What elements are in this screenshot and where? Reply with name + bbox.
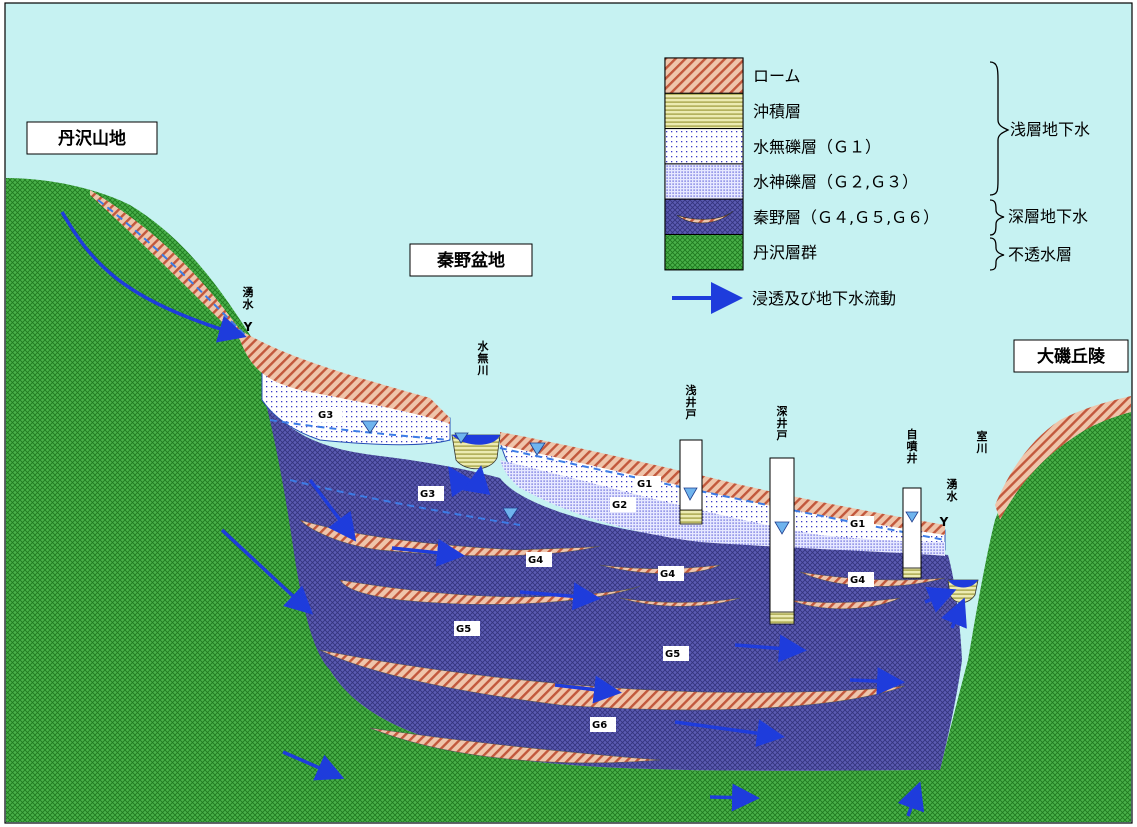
legend-arrow-label: 浸透及び地下水流動	[752, 289, 896, 308]
layer-tag-g4b: G4	[660, 569, 675, 580]
layer-tag-g1a: G1	[637, 479, 652, 490]
legend-swatch-tanzawa	[664, 234, 744, 271]
legend-label-alluvium: 沖積層	[753, 102, 801, 121]
layer-tag-box-g2	[610, 497, 636, 512]
flow-arrows	[60, 211, 967, 817]
layer-tag-g4c: G4	[850, 575, 865, 586]
layer-tag-box-g3a	[316, 407, 342, 422]
layer-tag-box-g4b	[658, 566, 684, 581]
water-level-markers	[361, 420, 546, 521]
region-label-hadano-text: 秦野盆地	[437, 250, 505, 271]
legend-arrow-row: 浸透及び地下水流動	[672, 282, 896, 314]
group-bracket-shallow: 浅層地下水	[989, 61, 1090, 196]
layer-tag-g2: G2	[612, 500, 627, 511]
legend-swatch-alluvium	[664, 92, 744, 130]
legend-label-hadano: 秦野層（Ｇ４,Ｇ５,Ｇ６）	[753, 208, 939, 227]
region-label-tanzawa-mountains: 丹沢山地	[26, 121, 158, 155]
group-label-shallow: 浅層地下水	[1010, 120, 1090, 139]
loam-west-slope	[90, 190, 450, 424]
feature-label-minase-river: 水無川	[477, 339, 490, 377]
layer-tag-box-g1b	[848, 516, 874, 531]
spring-symbol-right: Y	[939, 515, 949, 529]
legend-label-tanzawa: 丹沢層群	[753, 243, 817, 262]
loam-east-hills	[995, 396, 1131, 520]
region-label-hadano-basin: 秦野盆地	[409, 243, 533, 277]
legend-label-g23: 水神礫層（Ｇ２,Ｇ３）	[753, 173, 918, 192]
legend-swatch-g23	[664, 163, 744, 200]
feature-label-spring-right: 湧水	[947, 477, 959, 503]
spring-symbol-left: Y	[243, 320, 253, 334]
layer-tag-box-g4c	[848, 572, 874, 587]
feature-labels: 湧水水無川浅井戸深井戸自噴井湧水室川	[243, 285, 988, 503]
river-water-muro	[948, 580, 978, 588]
layer-tag-g5b: G5	[665, 649, 680, 660]
feature-label-deep-well: 深井戸	[777, 404, 788, 442]
tanzawa-bedrock	[6, 178, 1131, 822]
loam-lenses	[299, 519, 946, 764]
feature-label-muro-river: 室川	[976, 429, 988, 455]
feature-label-spring-left: 湧水	[243, 285, 255, 311]
legend-swatch-hadano	[664, 198, 744, 235]
layer-tag-g3a: G3	[318, 410, 333, 421]
group-bracket-impermeable: 不透水層	[989, 237, 1072, 271]
layer-tag-g3b: G3	[420, 489, 435, 500]
region-label-tanzawa-text: 丹沢山地	[58, 128, 126, 149]
deep-well	[769, 457, 795, 625]
layer-tag-box-g1a	[635, 476, 661, 491]
legend-label-loam: ローム	[753, 67, 801, 86]
legend-swatch-loam	[664, 57, 744, 94]
loam-basin-surface	[500, 432, 945, 535]
group-bracket-deep: 深層地下水	[989, 199, 1088, 236]
legend-label-g1: 水無礫層（Ｇ１）	[753, 137, 881, 156]
layer-tag-box-g5a	[454, 621, 480, 636]
layer-tag-box-g6	[590, 717, 616, 732]
layer-tag-g4a: G4	[528, 555, 543, 566]
svg-text:Y: Y	[243, 320, 253, 334]
layer-tag-g6: G6	[592, 720, 607, 731]
layer-tag-box-g4a	[526, 552, 552, 567]
shallow-well	[679, 439, 703, 525]
legend-swatch-g1	[664, 128, 744, 165]
region-label-oiso-hills: 大磯丘陵	[1013, 339, 1129, 373]
legend-lens-icon	[676, 210, 734, 224]
region-label-oiso-text: 大磯丘陵	[1037, 346, 1106, 367]
group-label-impermeable: 不透水層	[1008, 245, 1072, 264]
group-label-deep: 深層地下水	[1008, 207, 1088, 226]
layer-tag-g1b: G1	[850, 519, 865, 530]
feature-label-shallow-well: 浅井戸	[686, 383, 697, 421]
layer-tag-box-g3b	[418, 486, 444, 501]
layer-tag-g5a: G5	[456, 624, 471, 635]
svg-text:Y: Y	[939, 515, 949, 529]
artesian-well	[902, 487, 922, 579]
g23-suijin-gravel	[500, 460, 945, 556]
layer-tag-box-g5b	[663, 646, 689, 661]
feature-label-artesian-well: 自噴井	[907, 427, 918, 465]
